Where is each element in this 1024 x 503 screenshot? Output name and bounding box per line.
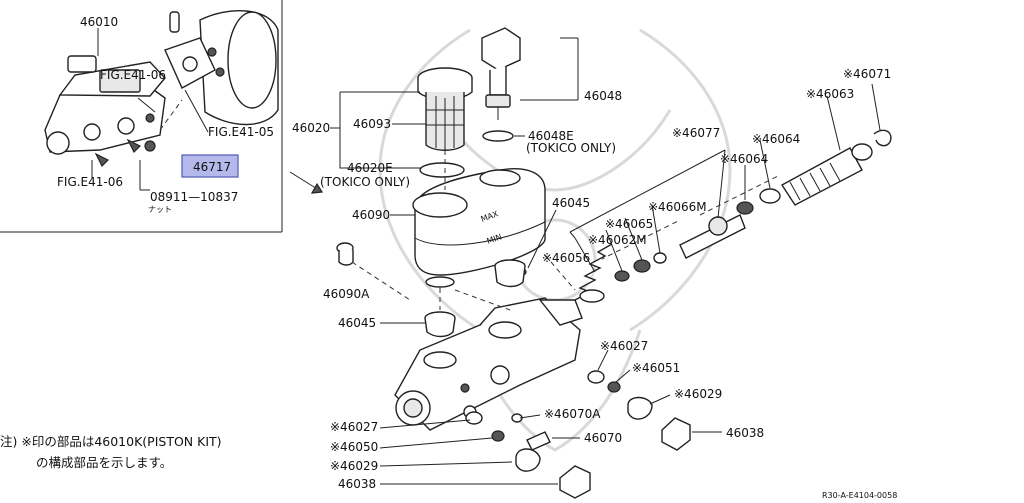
label-46038-b[interactable]: 46038: [338, 477, 376, 491]
diagram-reference-code: R30-A-E4104-0058: [822, 491, 897, 500]
label-46077[interactable]: ※46077: [672, 126, 720, 140]
label-46027-b[interactable]: ※46027: [330, 420, 378, 434]
label-nut: ナット: [148, 205, 172, 214]
label-46064-a[interactable]: ※46064: [752, 132, 800, 146]
label-46050[interactable]: ※46050: [330, 440, 378, 454]
level-sensor: [481, 27, 521, 142]
inset-frame: [0, 0, 283, 233]
label-46063[interactable]: ※46063: [806, 87, 854, 101]
label-46038-a[interactable]: 46038: [726, 426, 764, 440]
label-46010[interactable]: 46010: [80, 15, 118, 29]
reservoir-tank: [412, 168, 546, 288]
label-46020e[interactable]: 46020E: [347, 161, 393, 175]
label-46029-a[interactable]: ※46029: [674, 387, 722, 401]
lower-fittings: [465, 370, 691, 499]
label-46070[interactable]: 46070: [584, 431, 622, 445]
assembly-centerlines: [351, 150, 781, 311]
footnote-line-1: 注) ※印の部品は46010K(PISTON KIT): [0, 434, 222, 449]
label-46048[interactable]: 46048: [584, 89, 622, 103]
inset-assembly-drawing: [44, 10, 279, 191]
label-46065[interactable]: ※46065: [605, 217, 653, 231]
label-46070a[interactable]: ※46070A: [544, 407, 601, 421]
label-46051[interactable]: ※46051: [632, 361, 680, 375]
footnote-line-2: の構成部品を示します。: [36, 455, 172, 470]
grommets: [424, 259, 526, 338]
label-46056[interactable]: ※46056: [542, 251, 590, 265]
label-46029-b[interactable]: ※46029: [330, 459, 378, 473]
label-46717[interactable]: 46717: [193, 160, 231, 174]
master-cylinder-body: [394, 297, 583, 431]
label-08911-10837[interactable]: 08911—10837: [150, 190, 238, 204]
part-labels: 46010 FIG.E41-06 FIG.E41-05 46717 FIG.E4…: [57, 15, 897, 500]
label-46064-b[interactable]: ※46064: [720, 152, 768, 166]
label-fig-e41-06-a[interactable]: FIG.E41-06: [100, 68, 166, 82]
label-46020[interactable]: 46020: [292, 121, 330, 135]
label-fig-e41-06-b[interactable]: FIG.E41-06: [57, 175, 123, 189]
exploded-view-arrow: [289, 171, 324, 194]
plug-46090a: [336, 242, 354, 266]
label-46090[interactable]: 46090: [352, 208, 390, 222]
label-46045-a[interactable]: 46045: [552, 196, 590, 210]
label-46045-b[interactable]: 46045: [338, 316, 376, 330]
label-tokico-only-2: (TOKICO ONLY): [526, 141, 616, 155]
part-46717-highlight[interactable]: [181, 154, 239, 178]
label-46090a[interactable]: 46090A: [323, 287, 370, 301]
label-46066m[interactable]: ※46066M: [648, 200, 707, 214]
label-46071[interactable]: ※46071: [843, 67, 891, 81]
label-tokico-only-1: (TOKICO ONLY): [320, 175, 410, 189]
label-46048e[interactable]: 46048E: [528, 129, 574, 143]
leader-lines: [330, 37, 881, 485]
label-46093[interactable]: 46093: [353, 117, 391, 131]
label-46062m[interactable]: ※46062M: [588, 233, 647, 247]
footnote: 注) ※印の部品は46010K(PISTON KIT) の構成部品を示します。: [0, 434, 222, 470]
label-46027-a[interactable]: ※46027: [600, 339, 648, 353]
label-fig-e41-05[interactable]: FIG.E41-05: [208, 125, 274, 139]
piston-kit: [574, 129, 892, 303]
